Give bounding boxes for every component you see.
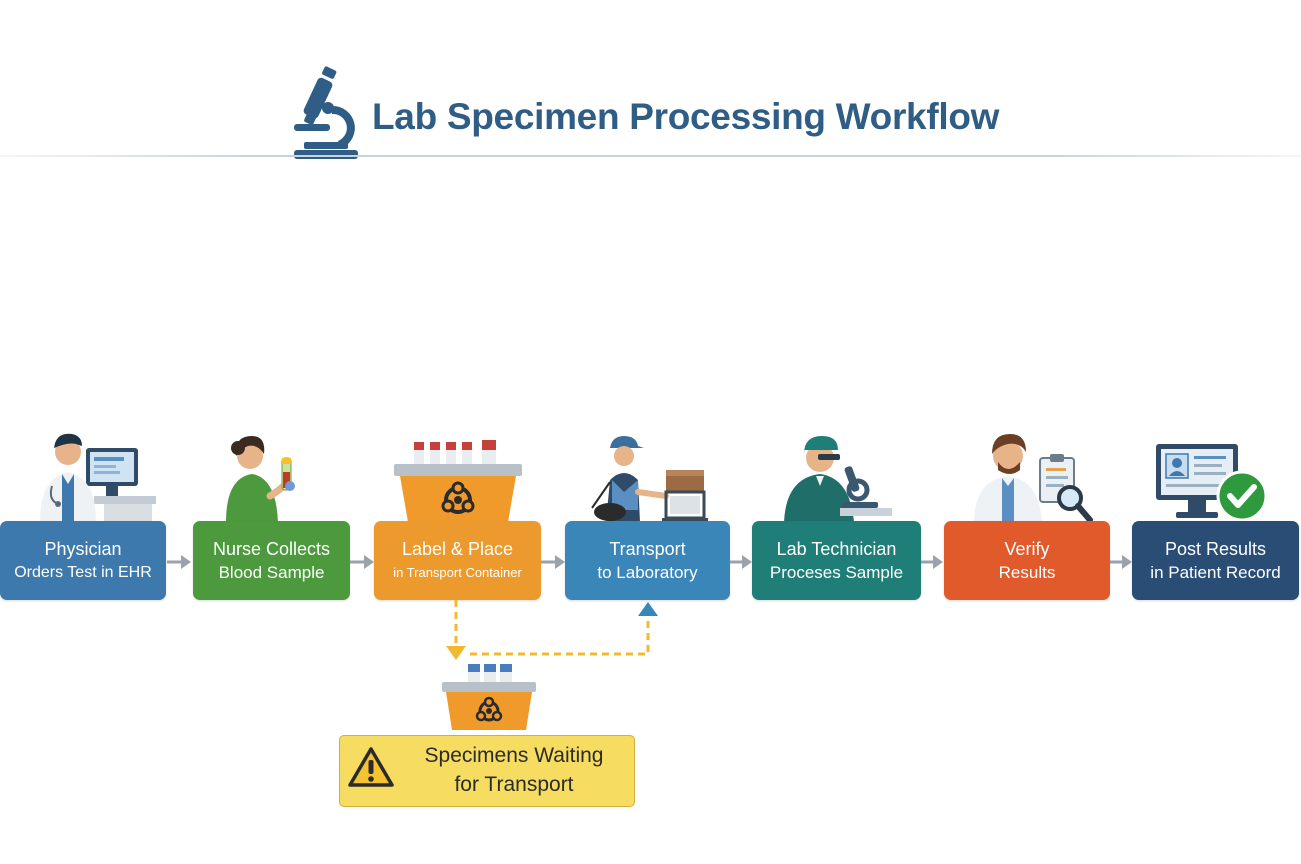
specimens-waiting-note: Specimens Waiting for Transport (339, 735, 635, 807)
step-post-results: Post Results in Patient Record (1132, 521, 1299, 600)
flow-arrow (350, 555, 374, 569)
header-divider (0, 155, 1301, 157)
step-nurse-collects: Nurse Collects Blood Sample (193, 521, 350, 600)
dashed-detour-connector (446, 600, 658, 660)
step-verify-results: Verify Results (944, 521, 1110, 600)
step-lab-technician: Lab Technician Proceses Sample (752, 521, 921, 600)
nurse-sample-icon (226, 436, 295, 522)
flow-arrow (730, 555, 752, 569)
flow-arrow (167, 555, 191, 569)
waiting-line-2: for Transport (454, 773, 574, 796)
step-label-place: Label & Place in Transport Container (374, 521, 541, 600)
biohazard-container-icon (394, 440, 522, 522)
flow-arrow (921, 555, 943, 569)
waiting-line-1: Specimens Waiting (424, 744, 604, 767)
lab-technician-microscope-icon (784, 436, 892, 522)
microscope-icon (294, 66, 358, 159)
step-transport: Transport to Laboratory (565, 521, 730, 600)
doctor-clipboard-icon (974, 434, 1093, 524)
waiting-container-icon (442, 664, 536, 730)
step-physician-orders: Physician Orders Test in EHR (0, 521, 166, 600)
courier-cart-icon (591, 436, 708, 522)
flow-arrow (541, 555, 565, 569)
physician-computer-icon (40, 433, 156, 522)
page-title: Lab Specimen Processing Workflow (372, 96, 1000, 137)
warning-icon (348, 747, 394, 787)
patient-record-monitor-icon (1156, 444, 1268, 522)
flow-arrow (1110, 555, 1132, 569)
